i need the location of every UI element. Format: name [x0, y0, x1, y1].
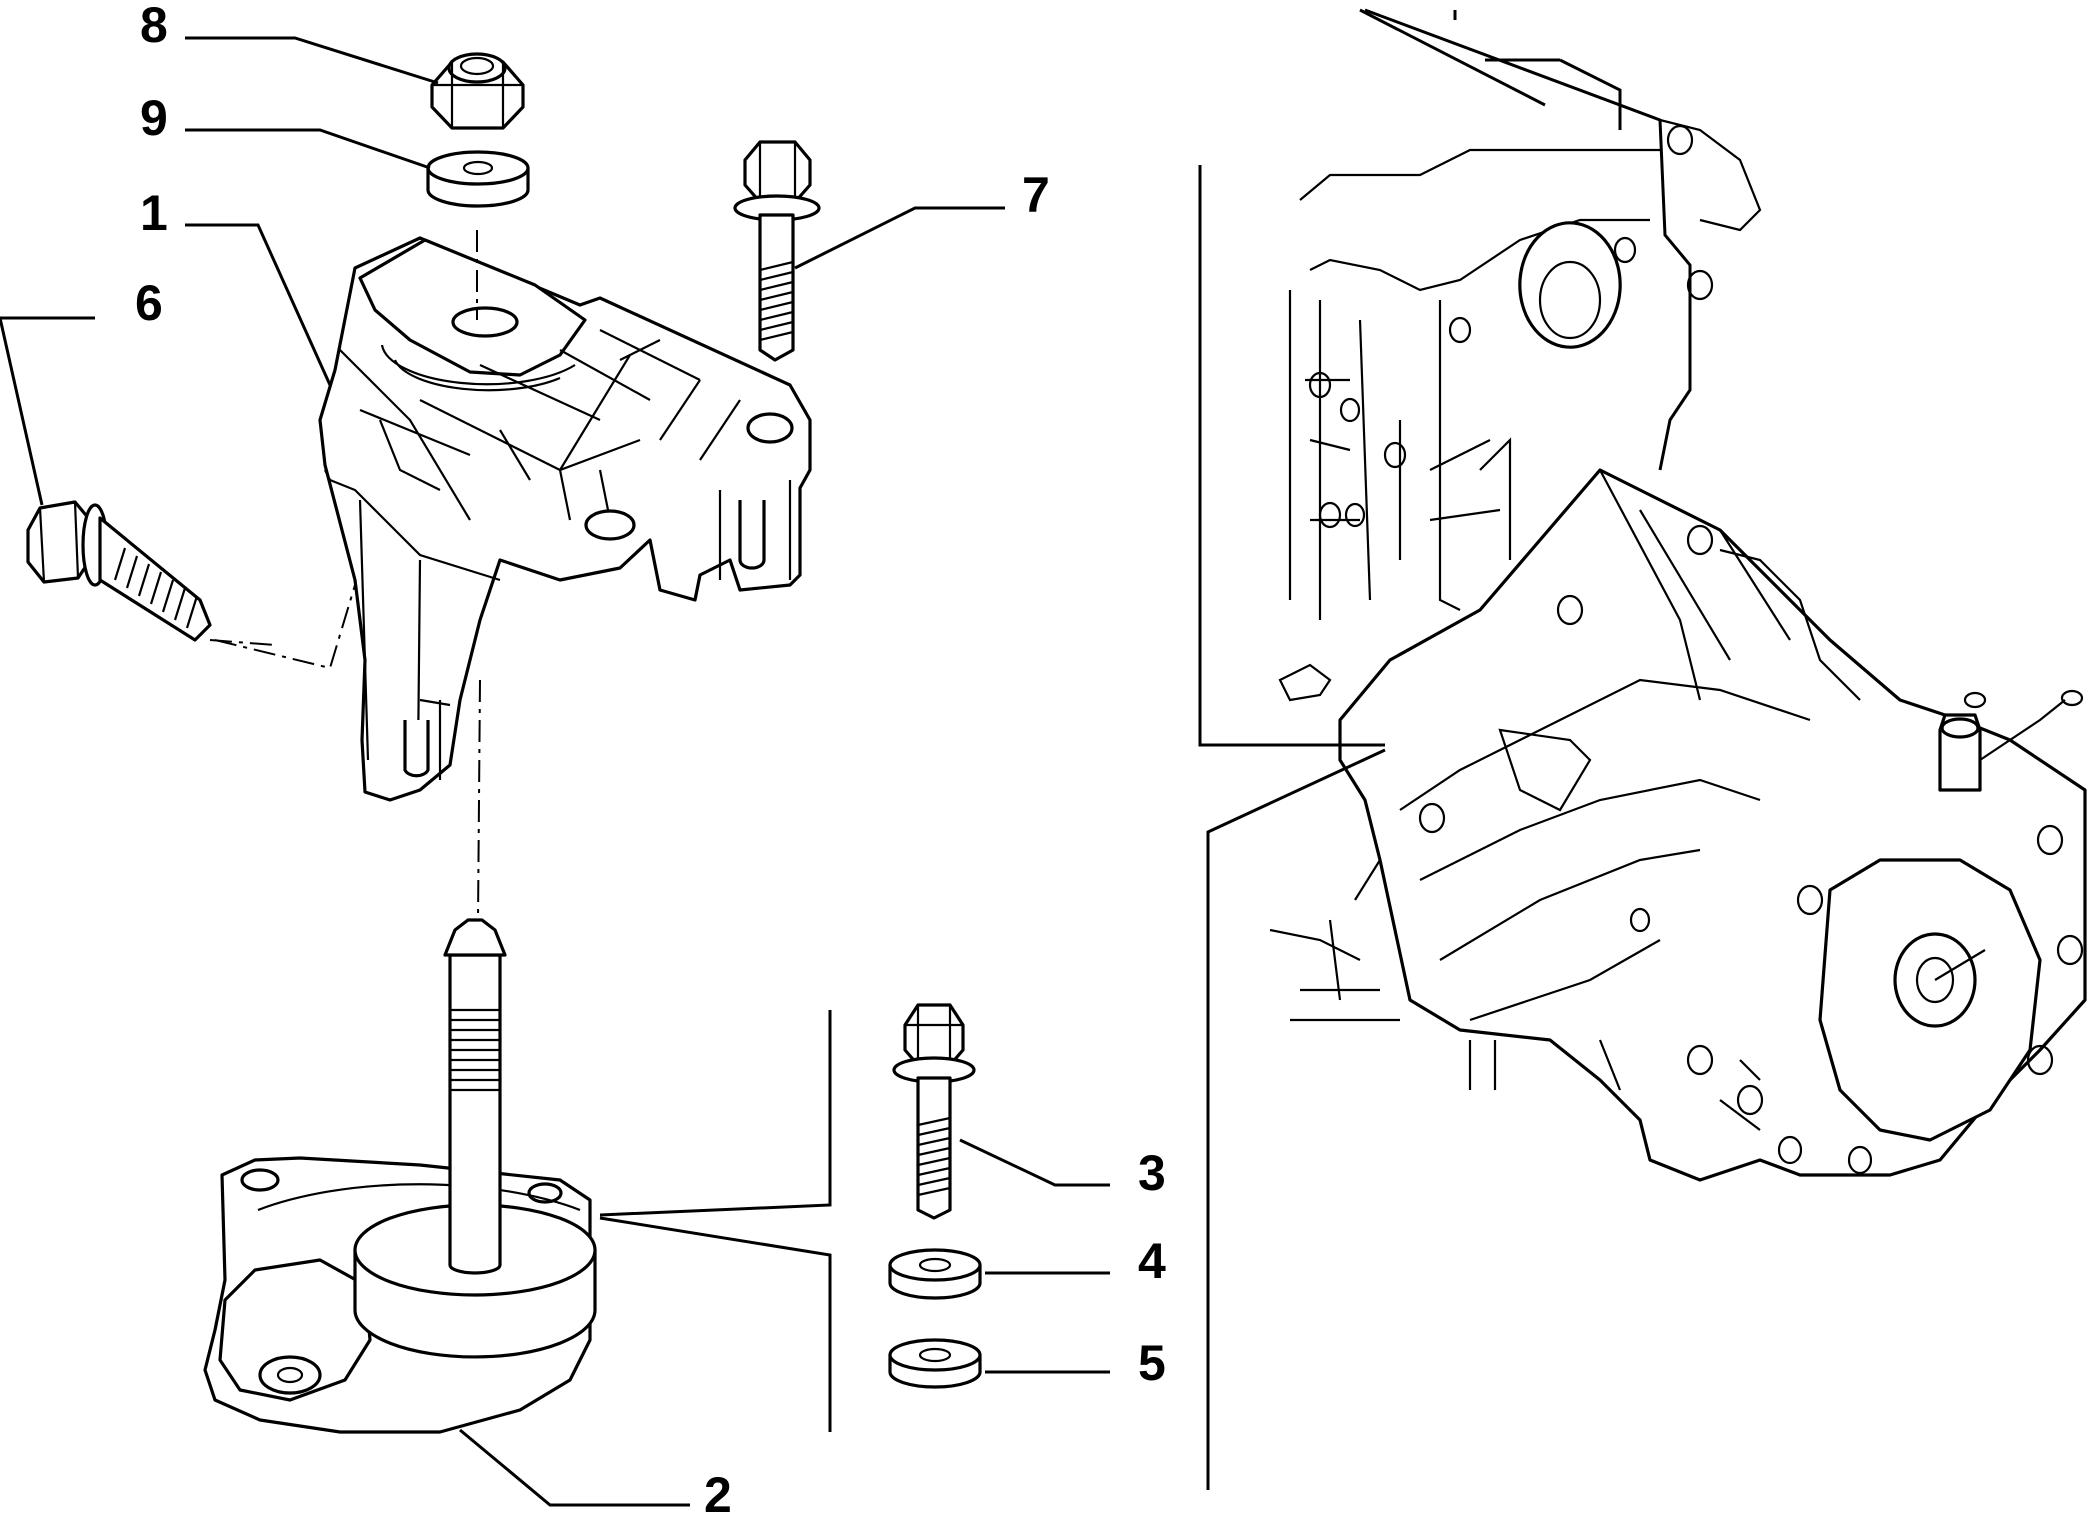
- engine-gearbox-assembly: [1269, 8, 2087, 1182]
- centerlines: [209, 230, 481, 921]
- part-1-bracket: [318, 236, 812, 802]
- part-7-bolt: [733, 140, 821, 362]
- leader-lines: [0, 8, 1546, 1507]
- part-9-washer: [426, 150, 530, 208]
- part-3-bolt: [892, 1003, 976, 1220]
- callout-4: 4: [1138, 1233, 1166, 1289]
- part-2-mount: [203, 918, 597, 1434]
- callout-3: 3: [1138, 1145, 1166, 1201]
- callout-2: 2: [704, 1467, 732, 1514]
- part-5-washer: [888, 1338, 982, 1389]
- callout-9: 9: [140, 90, 168, 146]
- part-6-bolt: [26, 500, 212, 642]
- callout-7: 7: [1022, 167, 1050, 223]
- callout-1: 1: [140, 185, 168, 241]
- callout-labels: 8 9 1 6 7 3 4 5 2: [135, 0, 1166, 1514]
- callout-5: 5: [1138, 1335, 1166, 1391]
- callout-8: 8: [140, 0, 168, 53]
- part-4-washer: [888, 1248, 982, 1300]
- part-8-nut: [430, 52, 525, 130]
- callout-6: 6: [135, 275, 163, 331]
